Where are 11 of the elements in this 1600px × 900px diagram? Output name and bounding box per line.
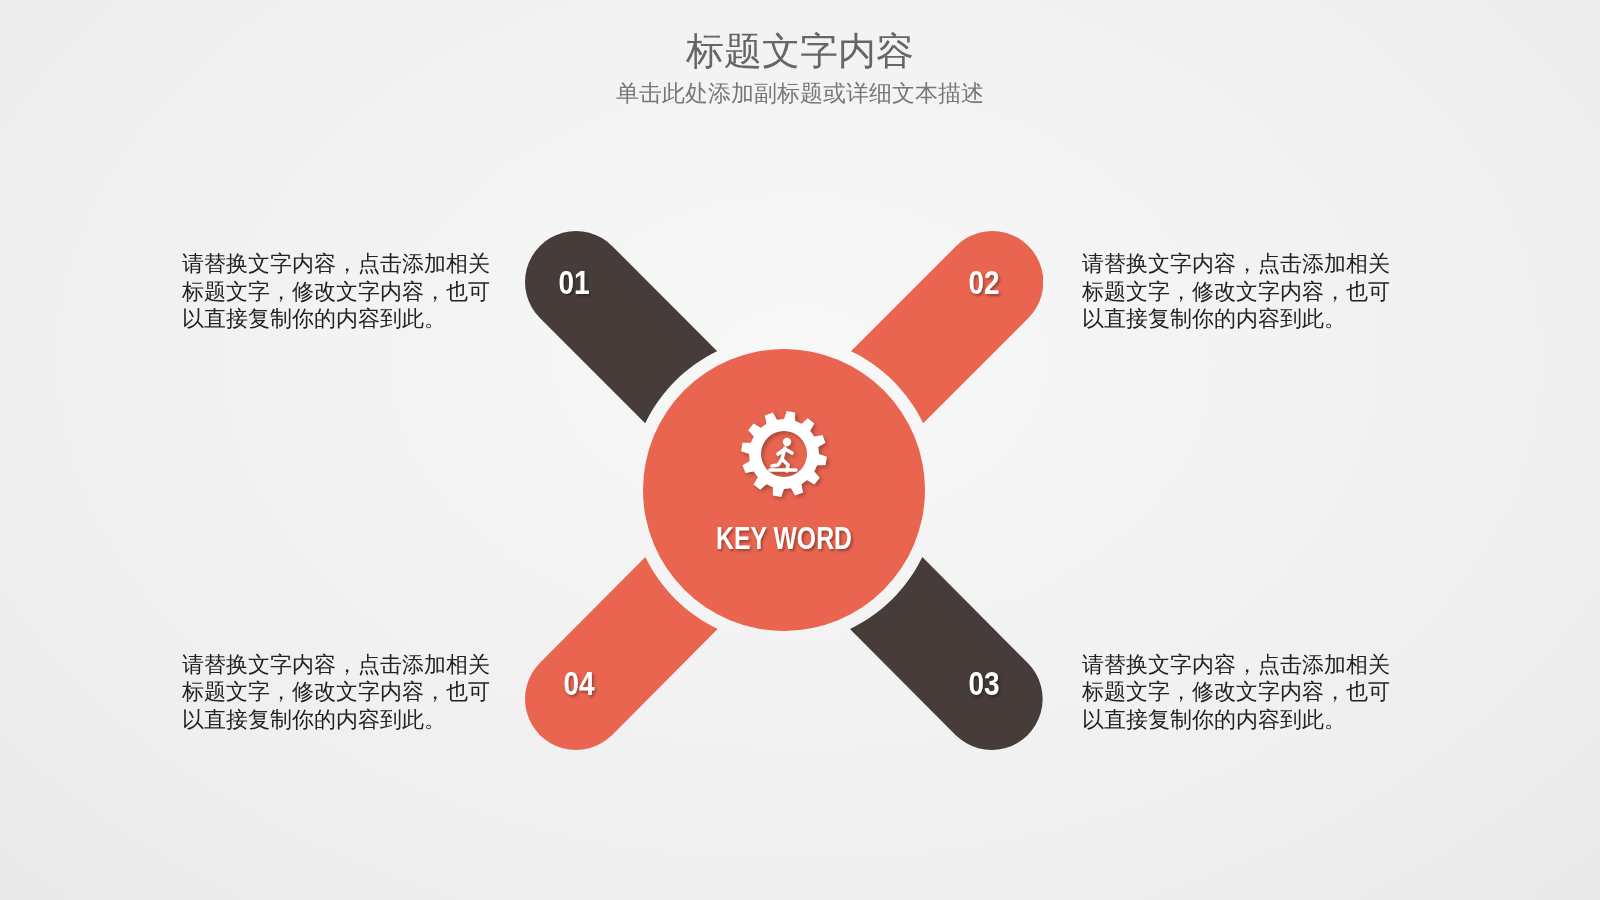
title: 标题文字内容	[686, 30, 914, 72]
subtitle: 单击此处添加副标题或详细文本描述	[616, 80, 984, 106]
description-text: 请替换文字内容，点击添加相关标题文字，修改文字内容，也可以直接复制你的内容到此。	[1082, 250, 1391, 333]
step-number: 04	[563, 666, 595, 702]
description-text: 请替换文字内容，点击添加相关标题文字，修改文字内容，也可以直接复制你的内容到此。	[1082, 651, 1391, 734]
keyword-text: KEY WORD	[716, 522, 852, 556]
description-text: 请替换文字内容，点击添加相关标题文字，修改文字内容，也可以直接复制你的内容到此。	[182, 250, 491, 333]
step-number: 03	[968, 666, 1000, 702]
step-number: 01	[558, 265, 590, 301]
step-number: 02	[968, 265, 1000, 301]
description-text: 请替换文字内容，点击添加相关标题文字，修改文字内容，也可以直接复制你的内容到此。	[182, 651, 491, 734]
